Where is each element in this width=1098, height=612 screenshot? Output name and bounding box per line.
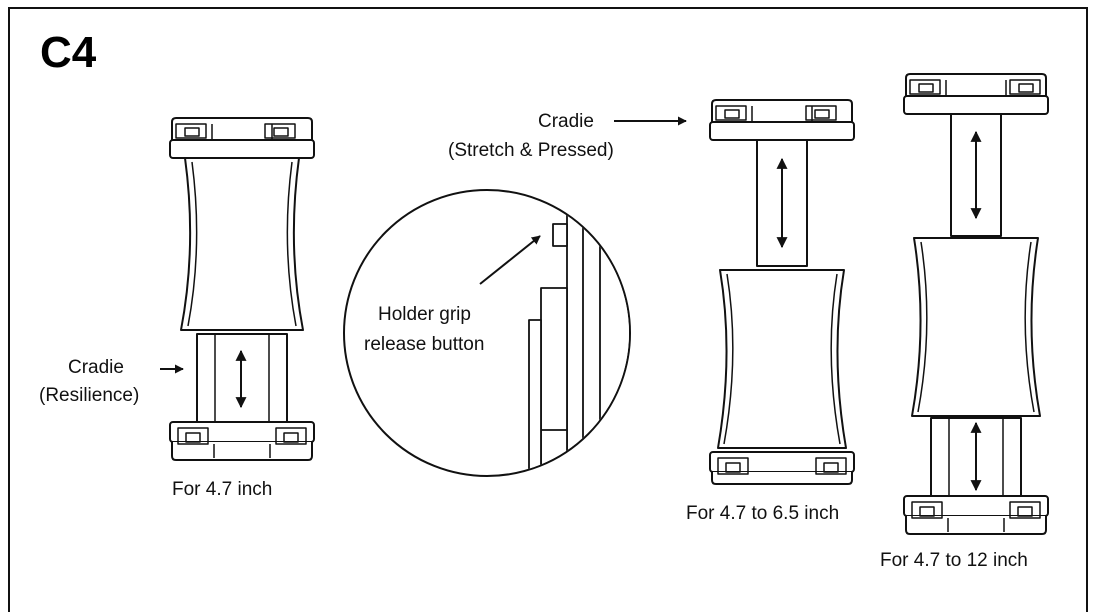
bottom-clamp <box>903 495 1049 535</box>
label-grip-line2: release button <box>364 334 485 355</box>
label-grip-line1: Holder grip <box>378 304 471 325</box>
diagram-frame <box>8 7 1088 612</box>
caption-4-7-inch: For 4.7 inch <box>172 479 273 500</box>
holder-body <box>717 269 847 449</box>
label-cradle-resilience-line1: Cradie <box>68 357 124 378</box>
bottom-clamp <box>709 451 855 485</box>
top-clamp <box>169 117 315 159</box>
bottom-clamp <box>169 421 315 461</box>
label-cradle-stretch-line1: Cradie <box>538 111 594 132</box>
top-clamp <box>903 73 1049 115</box>
holder-4-7-to-6-5-inch <box>709 99 855 485</box>
holder-4-7-inch <box>169 117 315 461</box>
holder-body <box>911 237 1041 417</box>
label-cradle-resilience-line2: (Resilience) <box>39 385 140 406</box>
top-clamp <box>709 99 855 141</box>
label-cradle-stretch-line2: (Stretch & Pressed) <box>448 140 614 161</box>
pointer-arrow <box>479 235 541 285</box>
holder-body <box>180 157 304 331</box>
section-label: C4 <box>40 28 97 77</box>
caption-4-7-to-6-5-inch: For 4.7 to 6.5 inch <box>686 503 840 524</box>
caption-4-7-to-12-inch: For 4.7 to 12 inch <box>880 550 1028 571</box>
